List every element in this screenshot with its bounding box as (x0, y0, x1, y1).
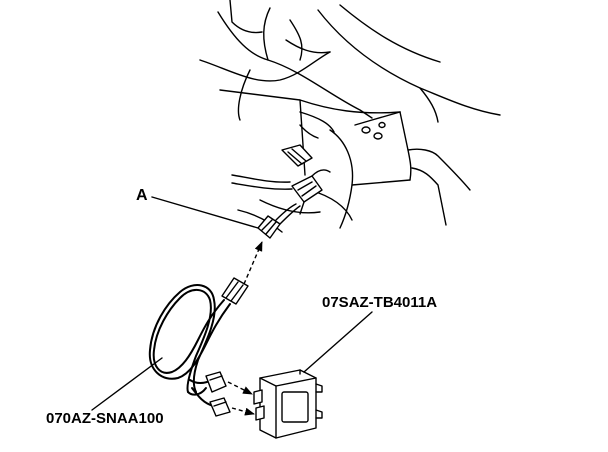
leader-line-a (151, 196, 259, 229)
vehicle-connector-clip (281, 144, 331, 215)
callout-label-module-part: 07SAZ-TB4011A (322, 294, 438, 311)
harness-branches (189, 371, 231, 417)
leader-line-module (303, 311, 373, 373)
leader-line-harness (91, 357, 163, 411)
connection-arrow-module-1 (227, 381, 253, 395)
connection-arrow-a (243, 241, 263, 285)
control-module (253, 369, 323, 439)
callout-label-a: A (136, 187, 148, 204)
harness-connector (221, 277, 249, 305)
vehicle-body-panel (199, 0, 501, 233)
connection-arrow-module-2 (231, 407, 255, 416)
callout-label-harness-part: 070AZ-SNAA100 (46, 410, 164, 427)
connector-a (257, 203, 301, 239)
